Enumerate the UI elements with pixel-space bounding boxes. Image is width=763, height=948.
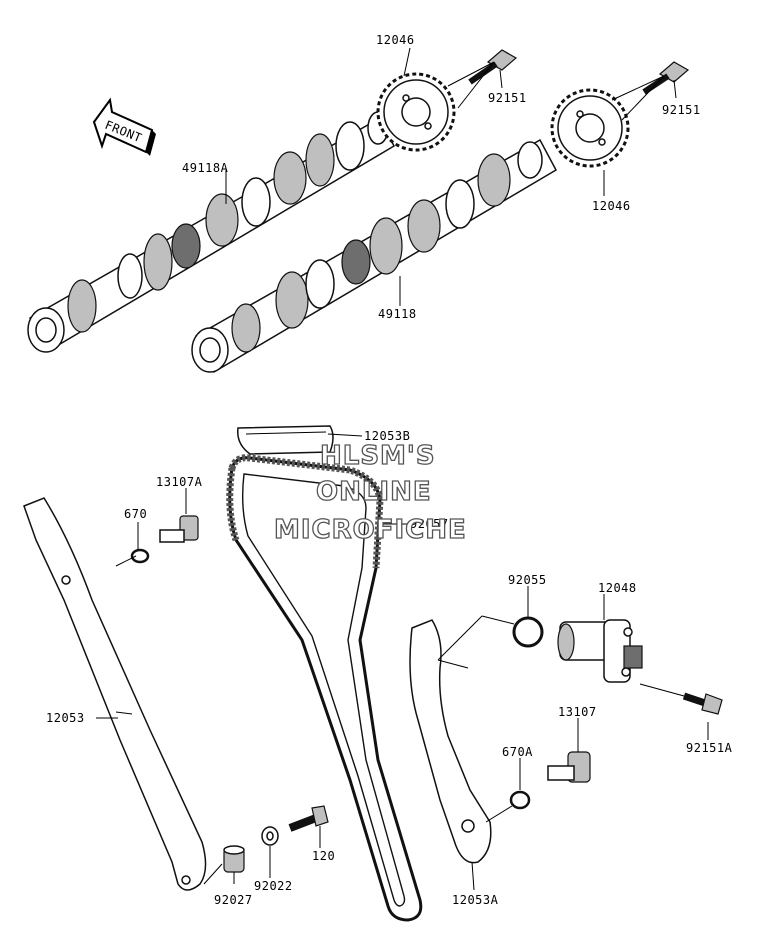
- leader-lines: [96, 47, 709, 891]
- timing-chain: [226, 454, 423, 922]
- camshaft-intake: [191, 138, 557, 374]
- collar-92027: [223, 845, 245, 873]
- o-ring-670a: [509, 790, 531, 810]
- washer-92022: [261, 826, 279, 846]
- label-92027: 92027: [214, 893, 253, 907]
- stud-bolt-120: [288, 805, 329, 832]
- label-49118a: 49118A: [182, 161, 229, 175]
- label-92151a: 92151A: [686, 741, 733, 755]
- camshaft-sprocket-upper: [376, 72, 456, 152]
- label-92151-upper: 92151: [488, 91, 527, 105]
- chain-guide-left: [23, 497, 207, 891]
- camshaft-sprocket-lower: [550, 88, 630, 168]
- label-92057: 92057: [410, 517, 449, 531]
- label-13107a: 13107A: [156, 475, 203, 489]
- label-92022: 92022: [254, 879, 293, 893]
- label-12053a: 12053A: [452, 893, 499, 907]
- label-92151-lower: 92151: [662, 103, 701, 117]
- guide-bolt-upper: [159, 515, 199, 543]
- label-670: 670: [124, 507, 147, 521]
- watermark-line-1: HLSM'S: [320, 441, 436, 471]
- watermark-line-2: ONLINE: [316, 477, 432, 507]
- label-49118: 49118: [378, 307, 417, 321]
- label-13107: 13107: [558, 705, 597, 719]
- camshaft-exhaust: [27, 111, 395, 353]
- chain-tensioner-guide: [409, 619, 492, 864]
- chain-guide-upper: [237, 425, 334, 455]
- label-670a: 670A: [502, 745, 533, 759]
- front-arrow-icon: FRONT: [92, 97, 156, 156]
- label-120: 120: [312, 849, 335, 863]
- guide-bolt-lower: [547, 751, 591, 783]
- sprocket-bolt-upper: [468, 49, 518, 85]
- sprocket-bolt-lower: [642, 61, 690, 95]
- watermark-line-3: MICROFICHE: [274, 515, 467, 545]
- label-12048: 12048: [598, 581, 637, 595]
- label-92055: 92055: [508, 573, 547, 587]
- watermark: HLSM'S ONLINE MICROFICHE: [273, 440, 467, 545]
- label-12053b: 12053B: [364, 429, 410, 443]
- o-ring-92055: [512, 616, 544, 648]
- tensioner-bolt: [682, 692, 723, 715]
- chain-tensioner-assembly: [557, 619, 643, 683]
- label-12046-upper: 12046: [376, 33, 415, 47]
- label-12046-lower: 12046: [592, 199, 631, 213]
- o-ring-670: [130, 548, 150, 564]
- label-12053: 12053: [46, 711, 85, 725]
